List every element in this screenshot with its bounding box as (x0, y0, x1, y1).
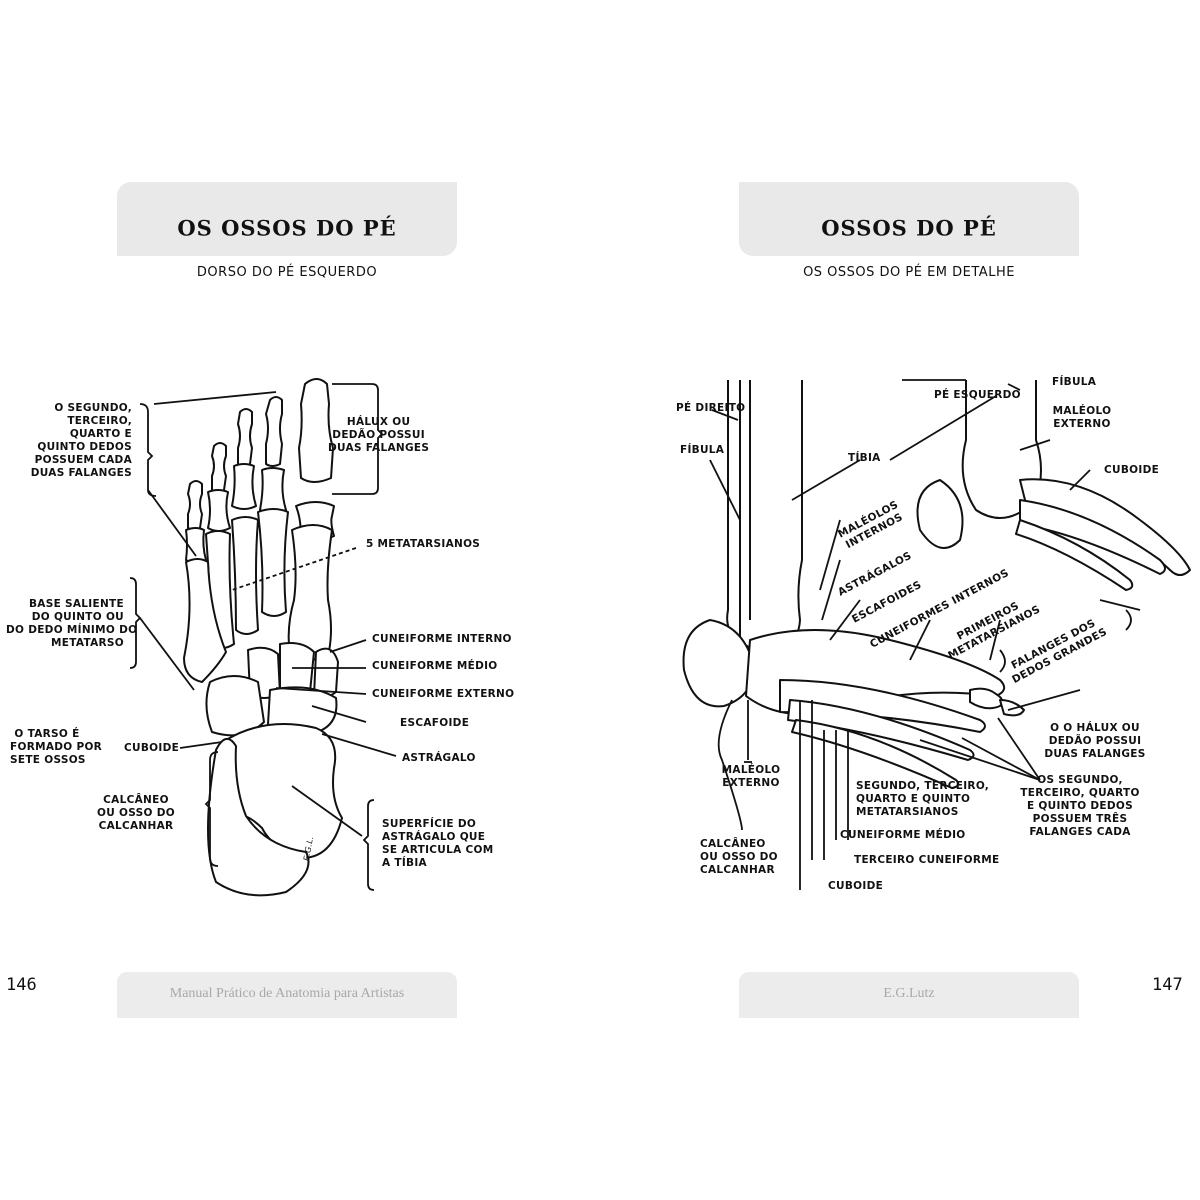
left-footer-text: Manual Prático de Anatomia para Artistas (169, 986, 405, 1001)
label-second-toes: O SEGUNDO, TERCEIRO, QUARTO E QUINTO DED… (30, 402, 132, 479)
label-third-cuneiform: TERCEIRO CUNEIFORME (854, 854, 1000, 866)
label-navicular: ESCAFOIDE (400, 717, 470, 729)
label-lateral-malleolus-top: MALÉOLO EXTERNO (1052, 405, 1112, 430)
label-cuneiform-medial-r: CUNEIFORME MÉDIO (840, 829, 966, 841)
label-metatarsals: 5 METATARSIANOS (366, 538, 481, 550)
label-hallux: HÁLUX OU DEDÃO POSSUI DUAS FALANGES (328, 416, 430, 454)
label-right-foot: PÉ DIREITO (676, 402, 746, 414)
left-page: OS OSSOS DO PÉ DORSO DO PÉ ESQUERDO (6, 182, 515, 1018)
label-cuboid: CUBOIDE (124, 742, 180, 754)
label-other-toes: OS SEGUNDO, TERCEIRO, QUARTO E QUINTO DE… (1020, 774, 1140, 838)
right-title-box (739, 182, 1079, 256)
label-cuneiform-external: CUNEIFORME EXTERNO (372, 688, 515, 700)
label-cuboid-bottom: CUBOIDE (828, 880, 884, 892)
right-page-title: OSSOS DO PÉ (821, 215, 997, 241)
left-page-number: 146 (6, 975, 37, 995)
label-calcaneus: CALCÂNEO OU OSSO DO CALCANHAR (97, 794, 175, 832)
right-page-subtitle: OS OSSOS DO PÉ EM DETALHE (803, 265, 1015, 280)
label-talus-surface: SUPERFÍCIE DO ASTRÁGALO QUE SE ARTICULA … (382, 818, 494, 869)
label-fibula-right: FÍBULA (1052, 376, 1097, 388)
left-page-title: OS OSSOS DO PÉ (177, 215, 397, 241)
right-footer-box (739, 972, 1079, 1018)
left-page-subtitle: DORSO DO PÉ ESQUERDO (196, 265, 378, 280)
left-footer-box (117, 972, 457, 1018)
detailed-foot-illustration (682, 379, 1191, 890)
left-title-box (117, 182, 457, 256)
label-base-fifth: BASE SALIENTE DO QUINTO OU DO DEDO MÍNIM… (6, 598, 138, 649)
label-cuneiform-medial: CUNEIFORME MÉDIO (372, 660, 498, 672)
label-cuneiform-internal: CUNEIFORME INTERNO (372, 633, 512, 645)
dorsal-foot-illustration (129, 378, 397, 897)
label-tarsus: O TARSO É FORMADO POR SETE OSSOS (10, 728, 103, 766)
label-tibia: TÍBIA (848, 452, 881, 464)
right-page-number: 147 (1152, 975, 1183, 995)
label-other-metatarsals: SEGUNDO, TERCEIRO, QUARTO E QUINTO METAT… (856, 780, 990, 818)
right-page: OSSOS DO PÉ OS OSSOS DO PÉ EM DETALHE (600, 0, 1200, 1200)
right-footer-text: E.G.Lutz (883, 986, 935, 1001)
label-fibula-left: FÍBULA (680, 444, 725, 456)
label-talus: ASTRÁGALO (402, 752, 476, 764)
label-cuboid-top: CUBOIDE (1104, 464, 1160, 476)
label-lateral-malleolus-bottom: MALÉOLO EXTERNO (721, 764, 781, 789)
label-calcaneus-r: CALCÂNEO OU OSSO DO CALCANHAR (700, 838, 778, 876)
label-hallux-r: O O HÁLUX OU DEDÃO POSSUI DUAS FALANGES (1044, 722, 1146, 760)
label-left-foot: PÉ ESQUERDO (934, 389, 1021, 401)
